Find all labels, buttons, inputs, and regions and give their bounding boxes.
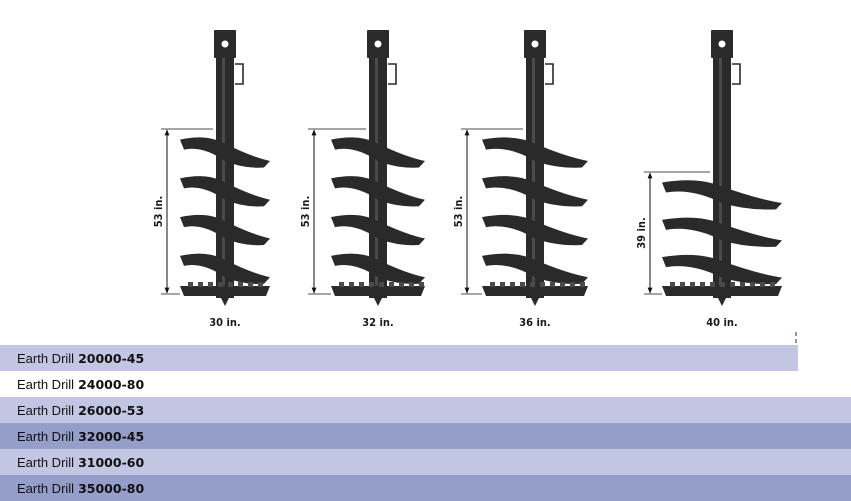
auger-pilot-bit (373, 296, 383, 306)
auger-cutting-teeth (180, 286, 270, 296)
auger-2: 53 in. 32 in. (299, 30, 425, 329)
auger-flight (482, 137, 588, 168)
auger-flight (180, 137, 270, 168)
model-code: 35000-80 (78, 480, 145, 496)
model-code: 32000-45 (78, 428, 145, 444)
height-label: 53 in. (299, 196, 312, 227)
auger-4: 39 in. 40 in. (635, 30, 782, 329)
diameter-label: 36 in. (519, 316, 550, 329)
auger-pin-handle (235, 63, 244, 85)
model-prefix: Earth Drill (17, 350, 75, 366)
model-code: 20000-45 (78, 350, 145, 366)
model-prefix: Earth Drill (17, 376, 75, 392)
auger-flight (180, 253, 270, 284)
model-code: 31000-60 (78, 454, 145, 470)
model-row-20000-45[interactable]: Earth Drill 20000-45 (0, 345, 798, 371)
auger-pilot-bit (530, 296, 540, 306)
auger-diagram: 53 in. 30 in. 53 in. 32 in. 53 in. 36 in. 39 i… (152, 30, 782, 329)
auger-pin-hole (718, 40, 726, 48)
auger-pin-hole (531, 40, 539, 48)
model-prefix: Earth Drill (17, 402, 75, 418)
auger-flight (482, 176, 588, 207)
model-row-24000-80[interactable]: Earth Drill 24000-80 (0, 371, 851, 397)
auger-cutting-teeth (662, 286, 782, 296)
model-prefix: Earth Drill (17, 454, 75, 470)
auger-pin-handle (732, 63, 741, 85)
auger-flight (482, 214, 588, 246)
auger-cutting-teeth (482, 286, 588, 296)
auger-pilot-bit (717, 296, 727, 306)
height-label: 53 in. (152, 196, 165, 227)
auger-flight (662, 217, 782, 247)
auger-flight (331, 137, 425, 168)
auger-3: 53 in. 36 in. (452, 30, 588, 329)
model-row-35000-80[interactable]: Earth Drill 35000-80 (0, 475, 851, 501)
auger-pin-hole (374, 40, 382, 48)
model-prefix: Earth Drill (17, 428, 75, 444)
auger-flight (180, 176, 270, 207)
auger-1: 53 in. 30 in. (152, 30, 270, 329)
auger-pin-handle (388, 63, 397, 85)
model-row-32000-45[interactable]: Earth Drill 32000-45 (0, 423, 851, 449)
auger-pin-handle (545, 63, 554, 85)
auger-illustrations: 53 in. 30 in. 53 in. 32 in. 53 in. 36 in. 39 i… (152, 30, 782, 329)
diameter-label: 40 in. (706, 316, 737, 329)
auger-pin-hole (221, 40, 229, 48)
auger-flight (482, 253, 588, 284)
auger-flight (331, 253, 425, 284)
model-row-31000-60[interactable]: Earth Drill 31000-60 (0, 449, 851, 475)
auger-flight (180, 214, 270, 246)
diameter-label: 32 in. (362, 316, 393, 329)
auger-flight (331, 176, 425, 207)
auger-flight (331, 214, 425, 246)
height-label: 53 in. (452, 196, 465, 227)
diameter-label: 30 in. (209, 316, 240, 329)
model-code: 26000-53 (78, 402, 145, 418)
auger-pilot-bit (220, 296, 230, 306)
model-prefix: Earth Drill (17, 480, 75, 496)
model-code: 24000-80 (78, 376, 145, 392)
auger-flight (662, 180, 782, 210)
auger-cutting-teeth (331, 286, 425, 296)
auger-flight (662, 254, 782, 285)
model-row-26000-53[interactable]: Earth Drill 26000-53 (0, 397, 851, 423)
height-label: 39 in. (635, 217, 648, 248)
